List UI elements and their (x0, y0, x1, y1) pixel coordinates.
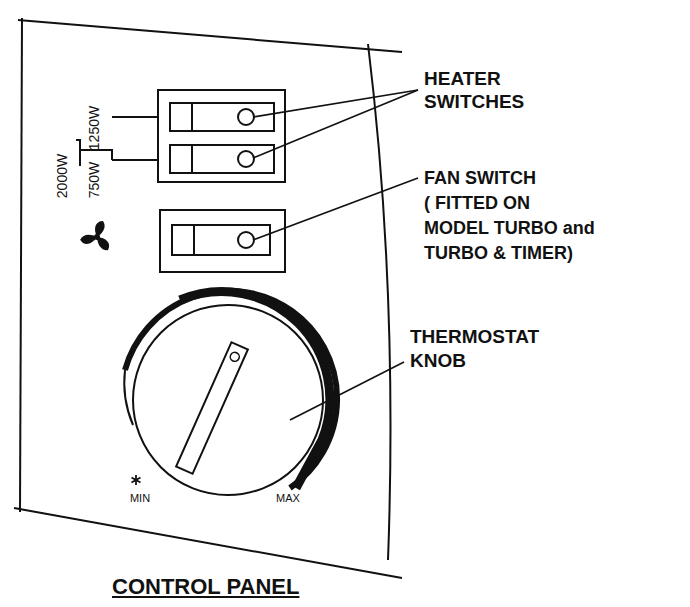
panel-edge (368, 44, 391, 560)
leader-line (290, 362, 404, 420)
scale-arc (124, 370, 133, 425)
leader-line (253, 178, 418, 240)
heater-switch (170, 103, 274, 131)
callout-label: THERMOSTAT (410, 327, 539, 346)
heater-switch (170, 145, 274, 173)
scale-label: MAX (276, 493, 300, 504)
scale-label: MIN (130, 493, 150, 504)
callout-label: HEATER (424, 69, 501, 88)
callout-label: KNOB (410, 351, 466, 370)
bracket-line (112, 116, 158, 118)
panel-title: CONTROL PANEL (112, 576, 299, 598)
wattage-label: 2000W (55, 154, 69, 198)
callout-label: ( FITTED ON (424, 194, 530, 212)
panel-edge (18, 20, 402, 52)
wattage-label: 1250W (87, 106, 101, 150)
switch-indicator (238, 151, 254, 167)
bracket-line (79, 150, 81, 166)
callout-label: TURBO & TIMER) (424, 244, 573, 262)
min-star (132, 475, 141, 485)
switch-divider (191, 145, 193, 173)
switch-indicator (238, 232, 254, 248)
fan-switch (172, 225, 270, 255)
thermostat-knob (133, 305, 323, 495)
leader-line (253, 90, 418, 158)
switch-divider (191, 103, 193, 131)
switch-housing (158, 90, 285, 182)
switch-indicator (238, 109, 254, 125)
callout-label: FAN SWITCH (424, 169, 536, 187)
callout-label: SWITCHES (424, 92, 524, 111)
bracket-line (112, 159, 158, 161)
knob-pointer (176, 342, 248, 474)
leader-line (253, 90, 418, 117)
panel-edge (14, 508, 402, 578)
callout-label: MODEL TURBO and (424, 219, 595, 237)
switch-divider (193, 225, 195, 255)
switch-housing (160, 210, 285, 272)
wattage-label: 750W (87, 162, 101, 199)
panel-edge (20, 18, 22, 512)
fan-symbol (79, 221, 112, 252)
